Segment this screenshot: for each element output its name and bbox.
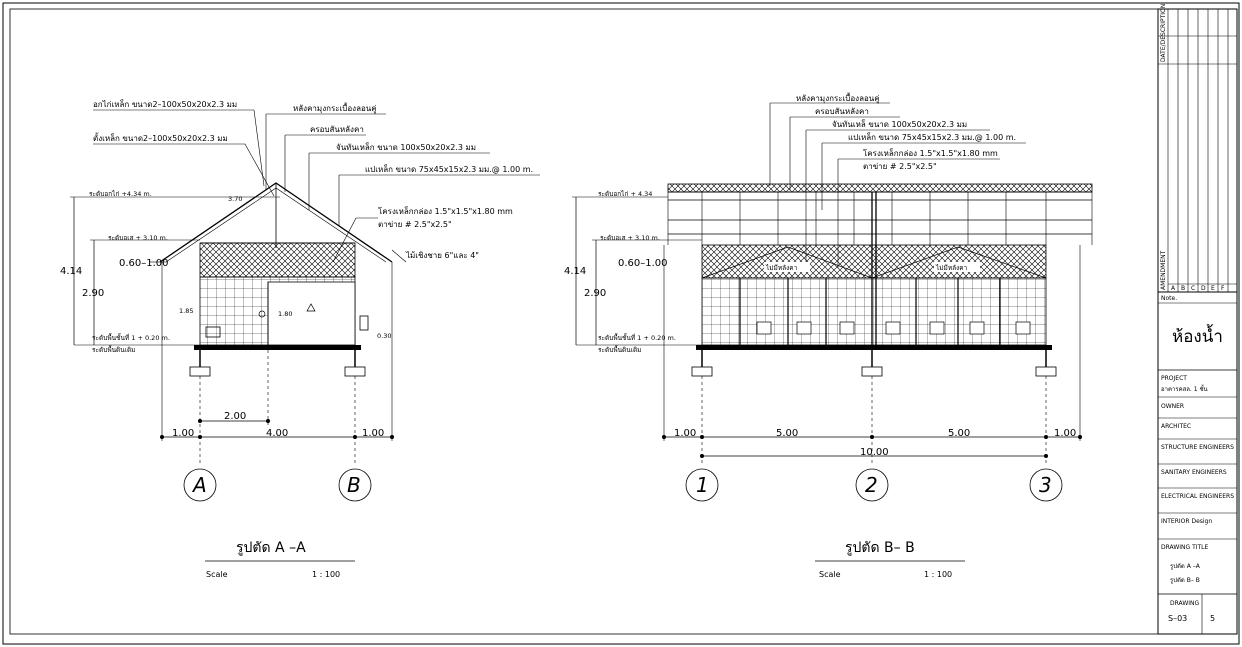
- section-a-callout-rafter: จันทันเหล็ก ขนาด 100x50x20x2.3 มม: [336, 142, 476, 152]
- section-a-callout-fascia: ไม้เชิงชาย 6"และ 4": [405, 251, 479, 260]
- section-a-dim-center: 4.00: [266, 428, 288, 439]
- grid-label-3: 3: [1039, 473, 1052, 497]
- section-b-callout-purlin: แปเหล็ก ขนาด 75x45x15x2.3 มม.@ 1.00 m.: [848, 132, 1016, 142]
- section-a-scale-label: Scale: [206, 570, 228, 579]
- title-block-rev-c: C: [1191, 285, 1195, 292]
- title-block-drawing-title-label: DRAWING TITLE: [1161, 544, 1209, 551]
- grid-bubble-b: [338, 468, 372, 502]
- section-b-callout-rafter: จันทันเหล็ ขนาด 100x50x20x2.3 มม: [832, 119, 967, 129]
- title-block-drawing-no: S–03: [1168, 614, 1187, 623]
- title-block-architect-label: ARCHITEC: [1161, 423, 1191, 430]
- title-block-amendment: AMENDMENT: [1160, 250, 1167, 290]
- section-a-total-height: 4.14: [60, 266, 82, 277]
- section-a-callout-eave-board: ครอบสันหลังคา: [310, 125, 364, 134]
- section-a-opening-dim: 0.60–1.00: [119, 258, 169, 269]
- grid-bubble-2: [855, 468, 889, 502]
- section-a-floor-slab: [194, 345, 361, 350]
- title-block-drawing-title-1: รูปตัด A –A: [1170, 563, 1201, 570]
- title-block-revision-header: DATE/DESCRIPTION: [1160, 4, 1167, 62]
- title-block-drawing-label: DRAWING: [1170, 600, 1200, 607]
- section-b-dim-bay-2: 5.00: [948, 428, 970, 439]
- section-b-level-ground: ระดับพื้นดินเดิม: [598, 345, 641, 354]
- section-b-total-height: 4.14: [564, 266, 586, 277]
- section-b-roof-sheet: [667, 183, 1093, 193]
- title-block-sheet-no: 5: [1210, 614, 1215, 623]
- section-b-roof-band: [701, 244, 1047, 279]
- section-b-scale-label: Scale: [819, 570, 841, 579]
- section-a-wall-height: 2.90: [82, 288, 104, 299]
- title-block-project-value: อาคารคสล. 1 ชั้น: [1161, 383, 1208, 393]
- grid-label-2: 2: [865, 473, 878, 497]
- section-b-title: รูปตัด B– B: [845, 540, 915, 556]
- section-b-opening-dim: 0.60–1.00: [618, 258, 668, 269]
- section-b-level-floor: ระดับพื้นชั้นที่ 1 + 0.20 m.: [598, 333, 676, 342]
- section-a-callout-frame: โครงเหล็กกล่อง 1.5"x1.5"x1.80 mm: [378, 206, 513, 216]
- grid-bubble-3: [1029, 468, 1063, 502]
- section-b-dim-right: 1.00: [1054, 428, 1076, 439]
- section-a-level-ridge: ระดับอกไก่ +4.34 m.: [89, 190, 152, 198]
- section-b-panel-label-2: ไม่มีหลังคา: [935, 264, 968, 272]
- title-block-owner-label: OWNER: [1161, 403, 1184, 410]
- section-a-dim-right: 1.00: [362, 428, 384, 439]
- title-block-drawing-title-2: รูปตัด B– B: [1170, 577, 1200, 584]
- title-block-rev-d: D: [1201, 285, 1206, 292]
- section-a-callout-king-post: ตั้งเหล็ก ขนาด2–100x50x20x2.3 มม: [93, 132, 228, 143]
- title-block-electrical-label: ELECTRICAL ENGINEERS: [1161, 493, 1234, 500]
- section-b-callout-roof: หลังคามุงกระเบื้องลอนคู่: [796, 92, 880, 104]
- section-b-level-eave: ระดับอเส + 3.10 m.: [600, 234, 660, 242]
- svg-text:3.70: 3.70: [228, 195, 242, 203]
- grid-label-b: B: [347, 473, 361, 497]
- section-a-dim-left: 1.00: [172, 428, 194, 439]
- section-a-callout-tie-beam: อกไก่เหล็ก ขนาด2–100x50x20x2.3 มม: [93, 99, 237, 109]
- section-a-level-eave: ระดับอเส + 3.10 m.: [108, 234, 168, 242]
- section-a-scale-value: 1 : 100: [312, 570, 340, 579]
- section-b-panel-label-1: ไม่มีหลังคา: [765, 264, 798, 272]
- section-b-level-ridge: ระดับอกไก่ + 4.34: [598, 190, 652, 198]
- section-a-level-ground: ระดับพื้นดินเดิม: [92, 345, 135, 354]
- title-block-note-label: Note.: [1161, 295, 1177, 302]
- title-block-sheet-name: ห้องน้ำ: [1172, 324, 1223, 347]
- svg-text:0.30: 0.30: [377, 332, 391, 340]
- section-b-drawing: ไม่มีหลังคา ไม่มีหลังคา: [564, 92, 1093, 579]
- title-block-rev-e: E: [1211, 285, 1215, 292]
- section-b-callout-mesh: ตาข่าย # 2.5"x2.5": [863, 162, 937, 171]
- title-block-rev-f: F: [1221, 285, 1225, 292]
- title-block-rev-a: A: [1171, 285, 1176, 292]
- section-b-callout-frame: โครงเหล็กกล่อง 1.5"x1.5"x1.80 mm: [863, 148, 998, 158]
- section-b-callout-eave-board: ครอบสันหลังคา: [815, 107, 869, 116]
- section-a-level-floor: ระดับพื้นชั้นที่ 1 + 0.20 m.: [92, 333, 170, 342]
- section-b-mesh-wall: [701, 277, 1047, 346]
- title-block-rev-b: B: [1181, 285, 1185, 292]
- section-a-callout-purlin: แปเหล็ก ขนาด 75x45x15x2.3 มม.@ 1.00 m.: [365, 164, 533, 174]
- title-block-sanitary-label: SANITARY ENGINEERS: [1161, 469, 1227, 476]
- title-block-structure-label: STRUCTURE ENGINEERS: [1161, 444, 1234, 451]
- svg-text:1.85: 1.85: [179, 307, 193, 315]
- section-a-title: รูปตัด A –A: [236, 540, 306, 556]
- section-b-floor-slab: [696, 345, 1052, 350]
- section-a-callout-roof: หลังคามุงกระเบื้องลอนคู่: [293, 102, 377, 114]
- section-b-scale-value: 1 : 100: [924, 570, 952, 579]
- section-b-dim-left: 1.00: [674, 428, 696, 439]
- section-b-wall-height: 2.90: [584, 288, 606, 299]
- section-b-dim-bay-1: 5.00: [776, 428, 798, 439]
- title-block-project-label: PROJECT: [1161, 375, 1187, 382]
- section-a-drawing: 1.85 1.80 3.70 0.30 4.14 2.90 0.60–1.00 …: [60, 99, 540, 579]
- section-a-dim-inner: 2.00: [224, 411, 246, 422]
- svg-text:1.80: 1.80: [278, 310, 292, 318]
- title-block: DATE/DESCRIPTION AMENDMENT A B C D E F N…: [1157, 4, 1238, 635]
- grid-bubble-1: [685, 468, 719, 502]
- grid-bubble-a: [183, 468, 217, 502]
- section-b-dim-total: 10.00: [860, 447, 889, 458]
- section-a-roof-band: [199, 242, 356, 278]
- title-block-interior-label: INTERIOR Design: [1161, 518, 1212, 525]
- grid-label-1: 1: [696, 473, 709, 497]
- grid-label-a: A: [191, 473, 207, 497]
- section-a-callout-mesh: ตาข่าย # 2.5"x2.5": [378, 220, 452, 229]
